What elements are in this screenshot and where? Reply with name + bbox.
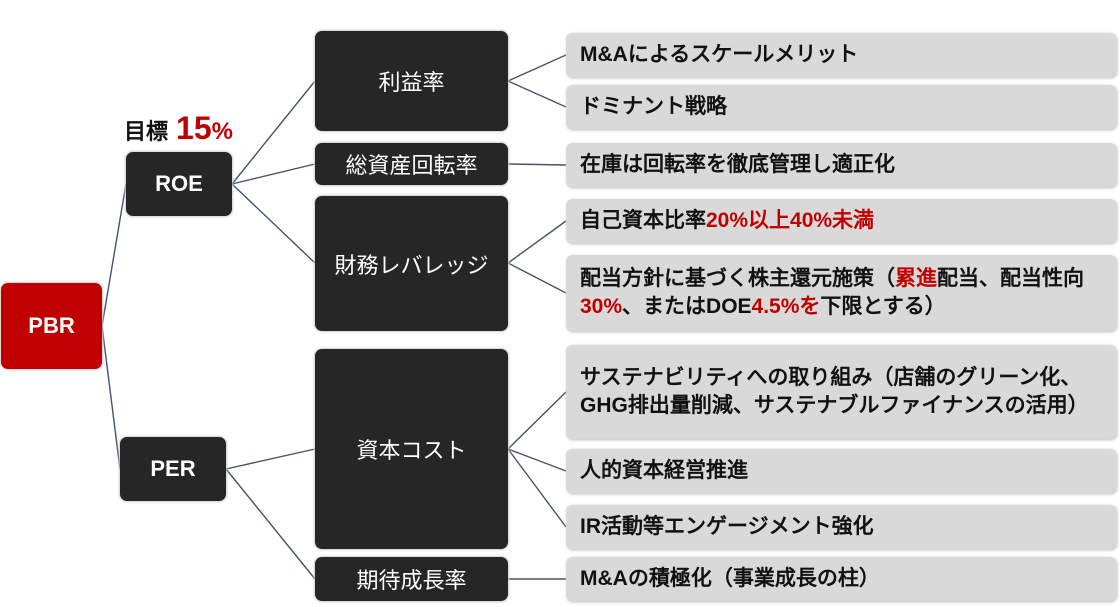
measure-box: 自己資本比率20%以上40%未満 xyxy=(566,199,1116,243)
measure-text: 自己資本比率20%以上40%未満 xyxy=(580,207,874,235)
node-label: 財務レバレッジ xyxy=(334,252,489,278)
node-profit-margin: 利益率 xyxy=(315,31,508,131)
highlight-text: 累進 xyxy=(895,267,937,290)
measure-text: IR活動等エンゲージメント強化 xyxy=(580,513,874,541)
node-financial-leverage: 財務レバレッジ xyxy=(315,196,508,331)
roe-target-unit: % xyxy=(211,118,233,145)
roe-target: 目標 15% xyxy=(124,110,233,147)
per-label: PER xyxy=(150,456,196,481)
highlight-text: 30% xyxy=(580,295,623,318)
measure-text-segment: 配当、配当性向 xyxy=(937,267,1084,290)
measure-box: 配当方針に基づく株主還元施策（累進配当、配当性向 30%、またはDOE4.5%を下… xyxy=(566,255,1116,331)
roe-target-value: 15 xyxy=(176,110,212,146)
measure-box: ドミナント戦略 xyxy=(566,85,1116,129)
per-node: PER xyxy=(120,437,226,501)
measure-box: 人的資本経営推進 xyxy=(566,449,1116,493)
measure-text: M&Aの積極化（事業成長の柱） xyxy=(580,565,880,593)
measure-text-segment: 在庫は回転率を徹底管理し適正化 xyxy=(580,153,895,176)
measure-text: 在庫は回転率を徹底管理し適正化 xyxy=(580,151,895,179)
measure-text-segment: 、またはDOE xyxy=(622,295,752,318)
node-label: 資本コスト xyxy=(356,438,467,463)
roe-node: ROE xyxy=(126,152,232,216)
node-cost-of-capital: 資本コスト xyxy=(315,349,508,549)
pbr-label: PBR xyxy=(28,313,75,338)
measure-text-segment: 下限とする） xyxy=(820,295,946,318)
node-label: 利益率 xyxy=(378,70,445,95)
measure-text-segment: M&Aによるスケールメリット xyxy=(580,43,859,66)
measure-text-segment: M&Aの積極化（事業成長の柱） xyxy=(580,567,880,590)
highlight-text: 4.5%を xyxy=(751,295,821,318)
roe-target-label: 目標 xyxy=(124,119,169,144)
measure-box: サステナビリティへの取り組み（店舗のグリーン化、GHG排出量削減、サステナブルフ… xyxy=(566,345,1116,439)
measure-box: IR活動等エンゲージメント強化 xyxy=(566,505,1116,549)
node-label: 総資産回転率 xyxy=(345,153,478,178)
measure-box: M&Aによるスケールメリット xyxy=(566,33,1116,77)
highlight-text: 20%以上40%未満 xyxy=(706,209,875,232)
measure-text: M&Aによるスケールメリット xyxy=(580,41,858,69)
measure-text: 人的資本経営推進 xyxy=(580,457,748,485)
measure-box: 在庫は回転率を徹底管理し適正化 xyxy=(566,143,1116,187)
measure-text-segment: 配当方針に基づく株主還元施策（ xyxy=(580,267,895,290)
node-expected-growth: 期待成長率 xyxy=(315,557,508,601)
measure-box: M&Aの積極化（事業成長の柱） xyxy=(566,557,1116,601)
roe-label: ROE xyxy=(155,171,203,196)
node-asset-turnover: 総資産回転率 xyxy=(315,143,508,185)
measure-text-segment: 自己資本比率 xyxy=(580,209,706,232)
measure-text: ドミナント戦略 xyxy=(580,93,727,121)
measure-text-segment: ドミナント戦略 xyxy=(580,95,727,118)
measure-text: 配当方針に基づく株主還元施策（累進配当、配当性向 30%、またはDOE4.5%を下… xyxy=(580,265,1102,321)
measure-text-segment: サステナビリティへの取り組み（店舗のグリーン化、GHG排出量削減、サステナブルフ… xyxy=(580,366,1089,417)
node-label: 期待成長率 xyxy=(356,568,467,593)
measure-text-segment: IR活動等エンゲージメント強化 xyxy=(580,515,874,538)
pbr-node: PBR xyxy=(1,283,102,369)
measure-text: サステナビリティへの取り組み（店舗のグリーン化、GHG排出量削減、サステナブルフ… xyxy=(580,364,1102,420)
measure-text-segment: 人的資本経営推進 xyxy=(580,459,748,482)
